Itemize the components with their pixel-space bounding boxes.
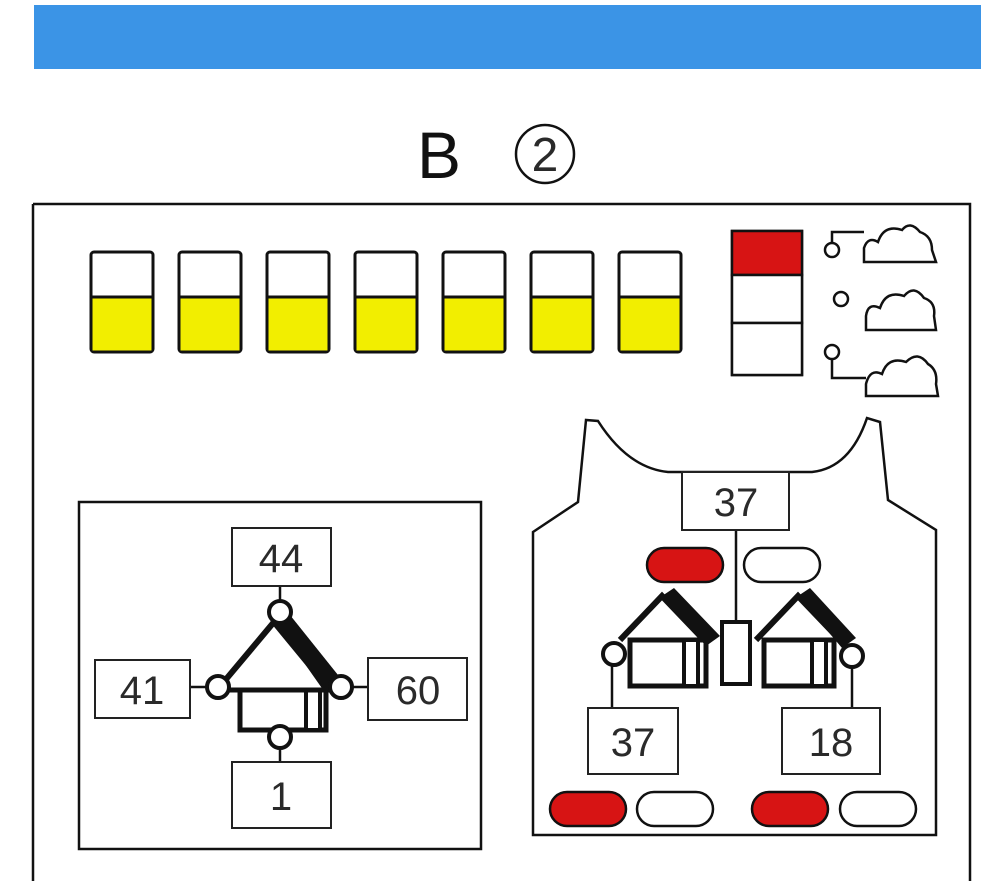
status-pill	[548, 790, 628, 828]
gauge-fill	[356, 297, 416, 351]
status-pill	[645, 546, 725, 584]
left-label-box-left	[94, 659, 191, 719]
status-pill	[750, 790, 830, 828]
left-node-bottom	[267, 724, 293, 750]
gauge-row	[89, 250, 683, 354]
cloud-icon	[864, 289, 938, 332]
right-label-left: 37	[611, 721, 656, 765]
right-house-door	[810, 638, 828, 688]
right-label-box-right	[781, 707, 881, 775]
right-label-top: 37	[714, 481, 759, 525]
status-cell-3	[730, 321, 804, 377]
right-node-right	[839, 643, 865, 669]
gauge-fill	[180, 297, 240, 351]
left-node-left	[205, 674, 231, 700]
left-label-bottom: 1	[270, 775, 292, 819]
status-pill	[635, 790, 715, 828]
right-house-roof-dark	[798, 588, 856, 648]
right-house-body	[761, 637, 837, 689]
left-node-right	[328, 674, 354, 700]
cloud-connector-line-3	[830, 359, 866, 380]
gauge-fill	[620, 297, 680, 351]
right-label-right: 18	[809, 721, 854, 765]
gauge-fill	[532, 297, 592, 351]
gauge-fill	[268, 297, 328, 351]
left-label-box-bottom	[231, 761, 332, 829]
right-panel: 37 37 18	[531, 416, 938, 837]
left-panel-frame	[77, 500, 483, 851]
house-diagram	[214, 610, 342, 733]
cloud-connector-node-2	[832, 290, 850, 308]
status-stack	[730, 229, 804, 377]
status-pill	[838, 790, 918, 828]
cloud-icon	[862, 224, 938, 264]
left-house-roof-dark	[662, 588, 720, 646]
title-number: 2	[532, 129, 559, 182]
cloud-connector-node-3	[823, 343, 841, 361]
cloud-connector-node-1	[823, 241, 841, 259]
house-roof-dark	[274, 610, 342, 694]
title-number-ring	[514, 123, 576, 185]
left-label-box-top	[231, 527, 332, 587]
status-pill	[742, 546, 822, 584]
left-label-left: 41	[120, 669, 165, 713]
status-cell-2	[730, 273, 804, 325]
main-frame	[31, 202, 972, 881]
left-house	[617, 588, 720, 689]
left-house-body	[627, 637, 709, 689]
right-house	[753, 588, 856, 689]
house-door	[304, 688, 322, 732]
right-label-box-top	[681, 471, 790, 531]
gauge-fill	[444, 297, 504, 351]
left-label-top: 44	[259, 537, 304, 581]
cloud-connector-line-1	[830, 230, 864, 243]
cloud-legend	[823, 224, 940, 398]
left-house-door	[682, 638, 700, 688]
left-label-box-right	[367, 657, 468, 721]
left-panel: 44 41 60 1	[77, 500, 483, 851]
center-connector-block	[720, 620, 752, 686]
right-node-left	[601, 641, 627, 667]
right-label-box-left	[587, 707, 679, 775]
cloud-icon	[864, 355, 940, 398]
status-cell-1	[730, 229, 804, 277]
title-letter: B	[417, 118, 461, 192]
gauge-fill	[92, 297, 152, 351]
left-node-top	[267, 599, 293, 625]
left-label-right: 60	[396, 669, 441, 713]
header-band	[34, 5, 981, 69]
